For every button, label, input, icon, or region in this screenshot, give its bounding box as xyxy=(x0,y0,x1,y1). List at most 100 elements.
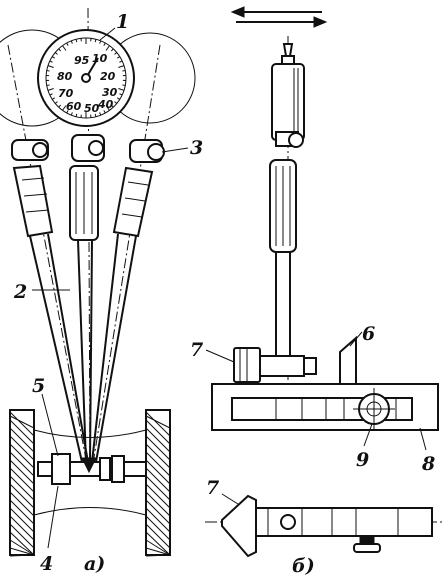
dial-number-80: 80 xyxy=(57,70,73,83)
hatch-line xyxy=(9,419,35,445)
dial-number-95: 95 xyxy=(74,54,90,67)
hatch-line xyxy=(145,554,171,557)
dial-tick xyxy=(46,70,50,72)
dial-tick xyxy=(58,48,62,52)
leader-3 xyxy=(161,147,189,153)
leader-6 xyxy=(349,331,363,347)
dial-tick xyxy=(103,42,106,46)
dial-number-30: 30 xyxy=(102,86,118,99)
hatch-line xyxy=(9,451,35,477)
bore-walls xyxy=(9,409,171,557)
dial-tick xyxy=(110,48,114,52)
label-part-6: 6 xyxy=(362,323,375,345)
dial-tick xyxy=(49,93,53,96)
label-part-9: 9 xyxy=(356,449,369,471)
panel-a-drawing: 95 10 80 20 70 30 60 50 40 xyxy=(0,7,196,557)
dial-number-70: 70 xyxy=(58,87,74,100)
panel-b-drawing xyxy=(205,6,445,558)
clamp-heads xyxy=(11,134,165,163)
leader-4 xyxy=(47,485,59,549)
hatch-line xyxy=(9,531,35,556)
leader-1 xyxy=(99,27,116,41)
rods xyxy=(29,233,137,463)
dial-tick xyxy=(54,52,58,55)
hatch-line xyxy=(145,515,171,541)
dial-tick xyxy=(54,101,58,104)
dial-tick xyxy=(105,105,110,111)
hatch-line xyxy=(145,523,171,549)
hatch-line xyxy=(145,415,171,429)
dial-tick xyxy=(122,70,126,72)
hatch-line xyxy=(145,531,171,556)
leader-7a xyxy=(205,349,235,363)
hatch-line xyxy=(9,467,35,493)
dial-number-50: 50 xyxy=(84,102,100,115)
bottom-view xyxy=(205,494,445,558)
label-part-5: 5 xyxy=(32,375,45,397)
rotation-arrows xyxy=(230,6,328,28)
dial-tick xyxy=(47,65,54,68)
label-part-4: 4 xyxy=(40,553,53,575)
leader-7b xyxy=(221,493,239,505)
handles xyxy=(12,164,154,241)
hatch-line xyxy=(9,483,35,509)
label-part-1: 1 xyxy=(116,11,129,33)
hatch-line xyxy=(145,547,171,556)
callout-labels: 1 2 3 5 4 а) 7 6 9 8 7 б) xyxy=(13,11,435,577)
hatch-line xyxy=(9,411,35,437)
hatch-line xyxy=(145,419,171,445)
dial-tick xyxy=(116,56,121,59)
dial-number-60: 60 xyxy=(66,100,82,113)
dial-tick xyxy=(75,39,78,43)
dial-tick xyxy=(99,112,102,116)
hatch-line xyxy=(145,491,171,517)
handle-side xyxy=(269,159,297,253)
hatch-line xyxy=(9,415,35,429)
label-part-8: 8 xyxy=(421,453,435,475)
hatch-line xyxy=(145,411,171,437)
hatch-line xyxy=(9,475,35,501)
dial-tick xyxy=(105,45,110,51)
dial-tick xyxy=(119,60,123,63)
dial-tick xyxy=(118,88,125,91)
dial-tick xyxy=(46,84,50,86)
hatch-line xyxy=(9,491,35,517)
dial-tick xyxy=(122,84,126,86)
hatch-line xyxy=(145,499,171,525)
panel-label-a: а) xyxy=(84,553,105,575)
hatch-line xyxy=(145,467,171,493)
hatch-line xyxy=(145,459,171,485)
panel-label-b: б) xyxy=(292,555,315,577)
dial-tick xyxy=(47,88,54,91)
dial-indicator-side xyxy=(271,43,305,148)
dial-tick xyxy=(119,93,123,96)
dial-tick xyxy=(49,60,53,63)
hatch-line xyxy=(9,539,35,556)
hatch-line xyxy=(145,443,171,469)
leader-8 xyxy=(419,427,427,451)
hatch-line xyxy=(9,443,35,469)
hatch-line xyxy=(145,451,171,477)
dial-number-20: 20 xyxy=(100,70,116,83)
bridge-assembly xyxy=(211,335,439,431)
label-part-7a: 7 xyxy=(190,339,203,361)
hatch-line xyxy=(9,554,35,557)
label-part-2: 2 xyxy=(13,281,27,303)
dial-tick xyxy=(94,39,97,43)
hatch-line xyxy=(145,475,171,501)
dial-tick xyxy=(116,97,121,100)
dial-tick xyxy=(62,45,67,51)
hatch-line xyxy=(145,483,171,509)
dial-number-40: 40 xyxy=(97,98,114,111)
dial-tick xyxy=(99,40,102,44)
dial-tick xyxy=(66,42,69,46)
hatch-line xyxy=(9,435,35,461)
hatch-line xyxy=(9,499,35,525)
hatch-line xyxy=(9,547,35,556)
dial-tick xyxy=(66,110,69,114)
measuring-head xyxy=(37,453,147,485)
dial-tick xyxy=(51,97,56,100)
dial-tick xyxy=(70,112,73,116)
dial-tick xyxy=(94,113,97,117)
